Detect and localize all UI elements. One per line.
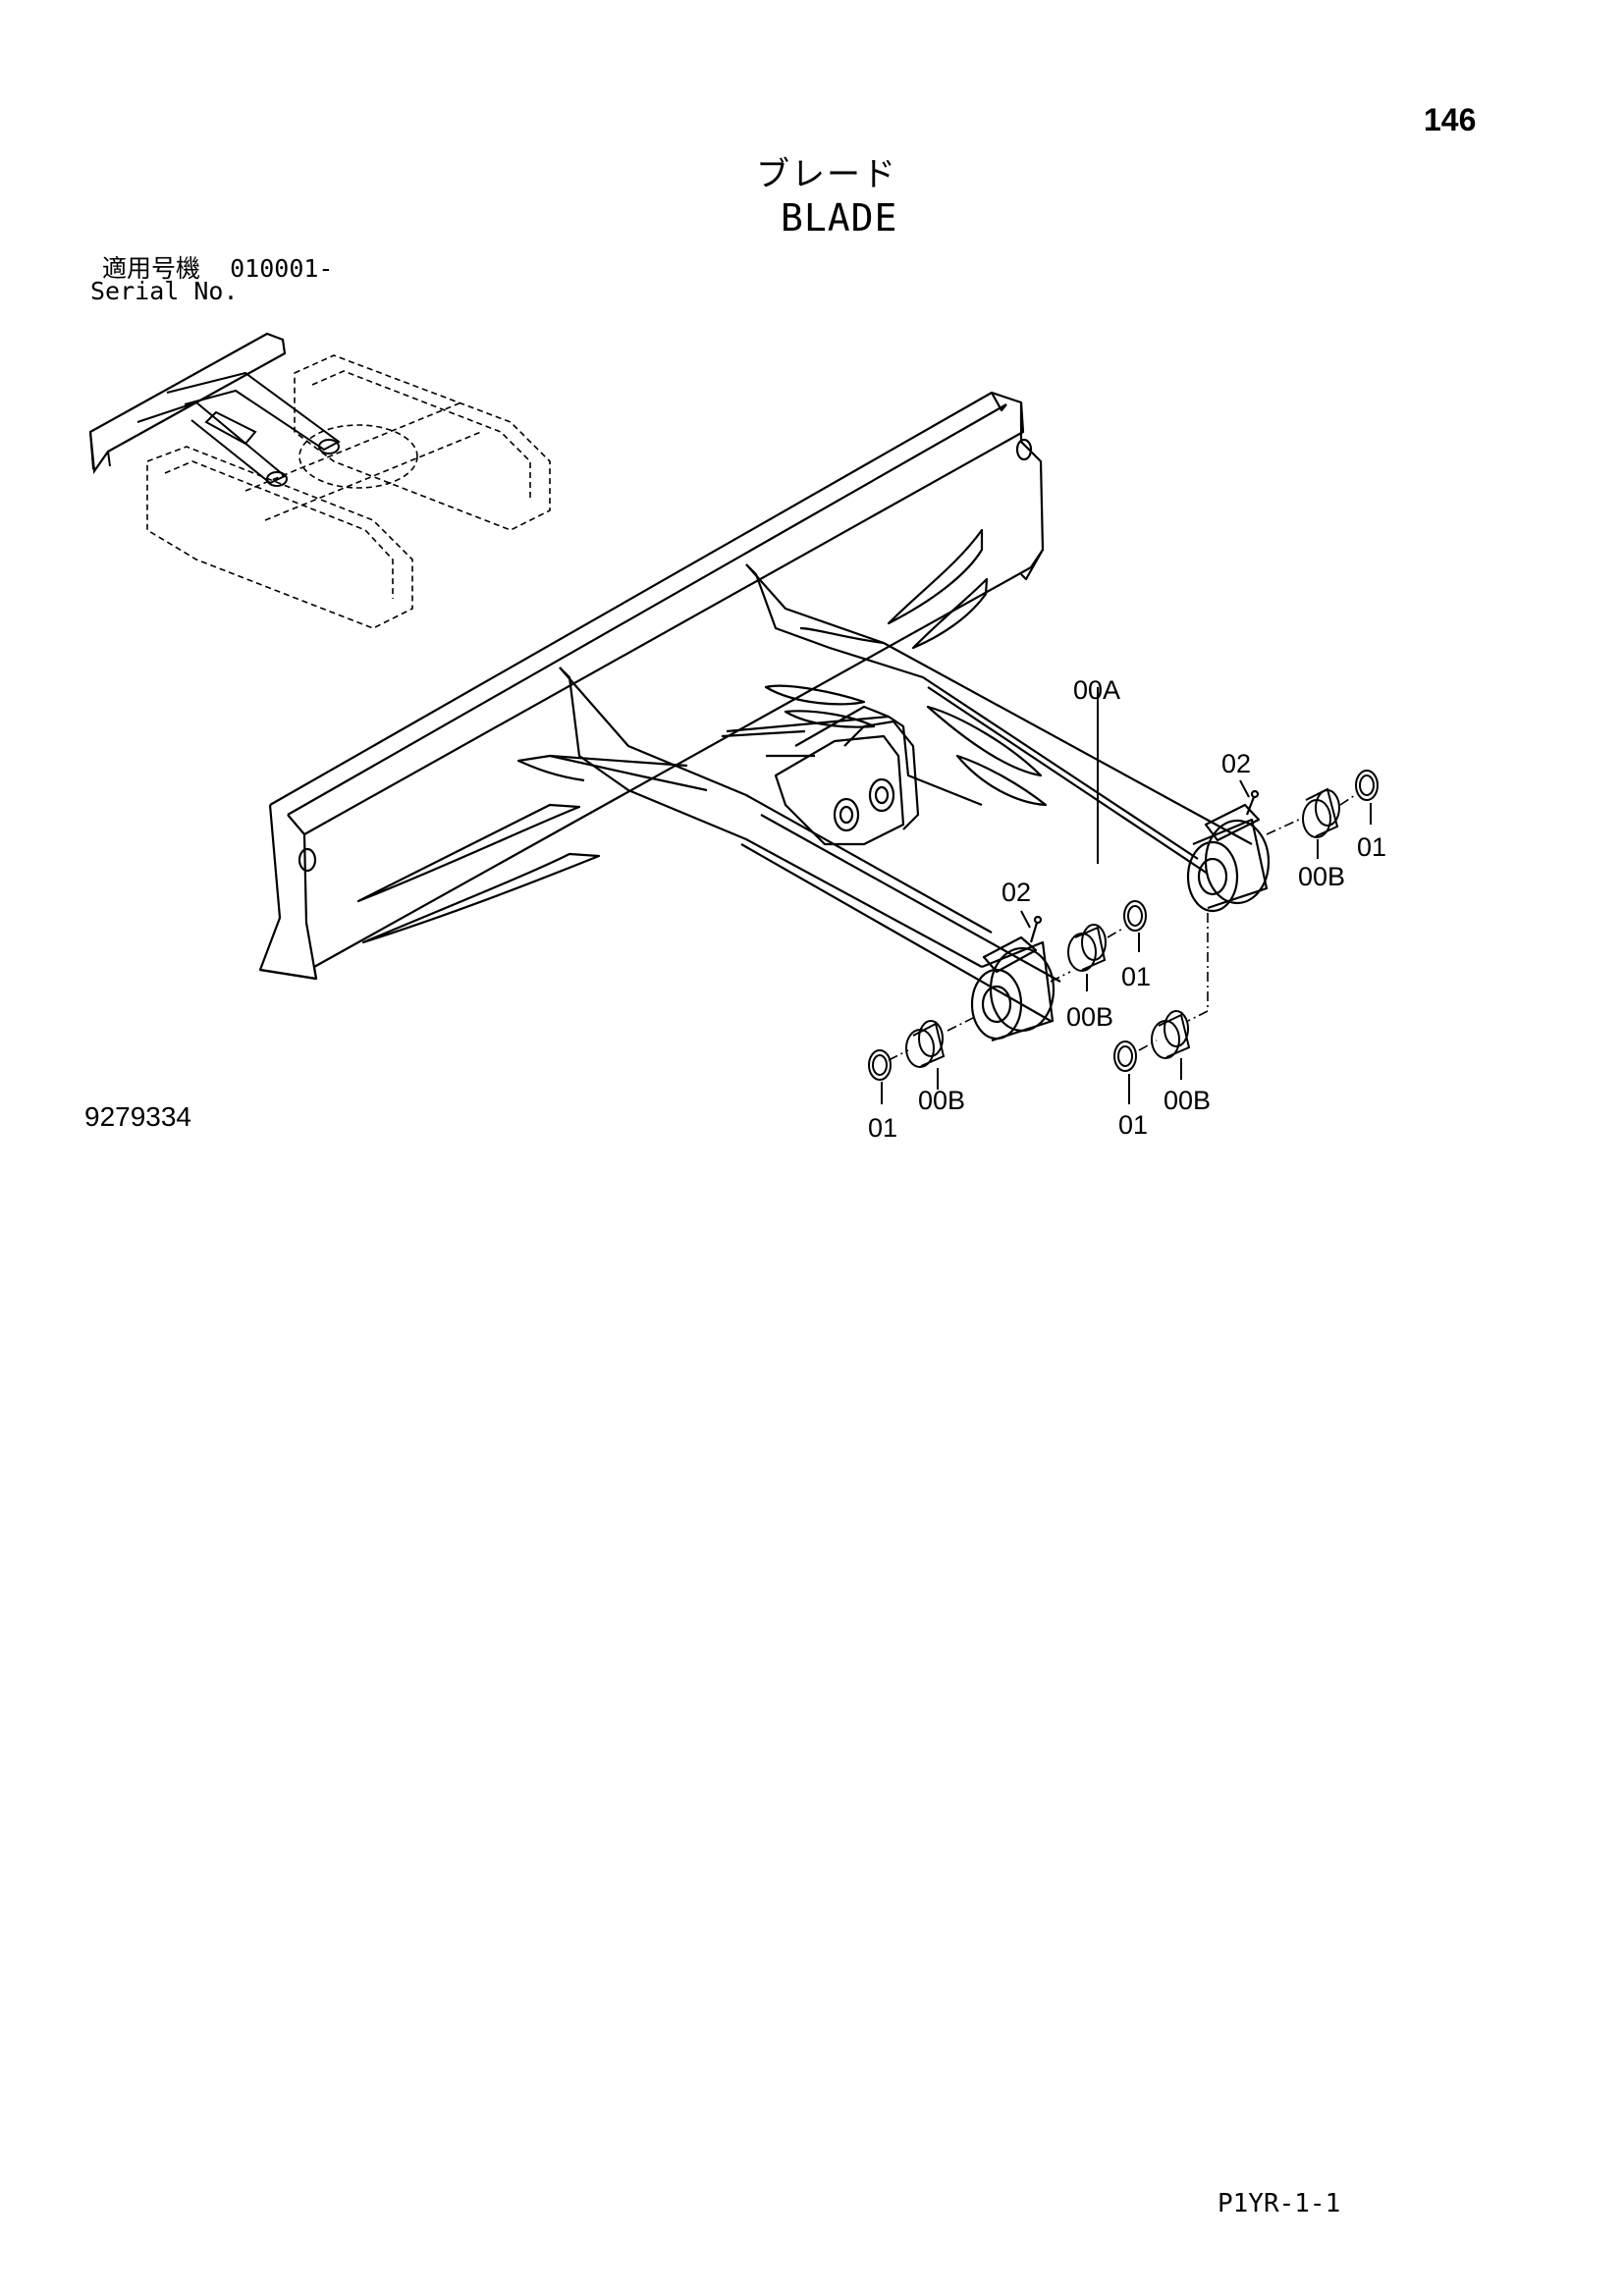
callout-01-right-top: 01: [1357, 832, 1386, 862]
callout-01-right-lower: 01: [1118, 1110, 1148, 1140]
page-title: BLADE: [781, 196, 898, 240]
serial-value: 010001-: [230, 254, 334, 283]
page-number: 146: [1424, 102, 1477, 137]
callout-02-left: 02: [1001, 878, 1031, 907]
serial-label: Serial No.: [90, 277, 239, 305]
callout-00B-left-middle: 00B: [1066, 1002, 1113, 1032]
page-code: P1YR-1-1: [1218, 2189, 1341, 2218]
callout-00B-right-lower: 00B: [1164, 1086, 1211, 1115]
serial-label-japanese: 適用号機: [102, 254, 201, 283]
callout-00A: 00A: [1073, 675, 1120, 705]
callout-02-right: 02: [1221, 749, 1251, 778]
callout-00B-left-lower: 00B: [918, 1086, 965, 1115]
bushings-and-rings: [868, 687, 1379, 1104]
drawing-number: 9279334: [84, 1101, 192, 1132]
callout-00B-right-top: 00B: [1298, 862, 1345, 891]
page-title-japanese: ブレード: [756, 155, 897, 194]
blade-assembly: [258, 391, 1271, 1042]
callout-01-left-middle: 01: [1121, 962, 1151, 991]
callout-01-left-lower: 01: [868, 1113, 897, 1143]
excavator-locator-thumbnail: [88, 332, 551, 629]
serial-range: 適用号機 010001-: [102, 249, 333, 285]
